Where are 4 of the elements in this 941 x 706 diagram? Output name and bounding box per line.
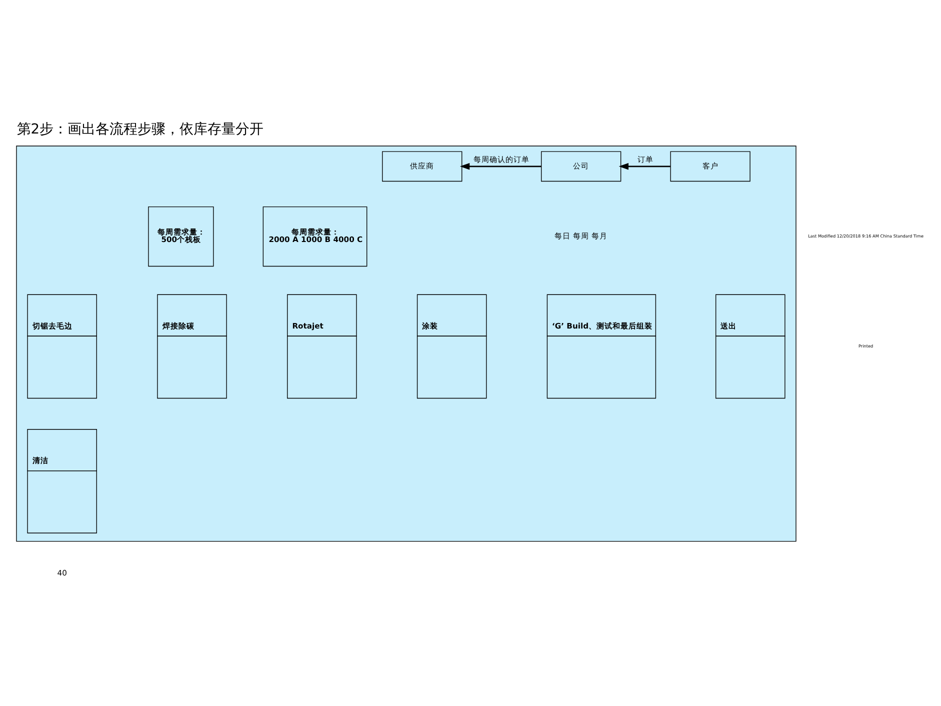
diagram-title: 第2步：画出各流程步骤，依库存量分开 [16, 122, 264, 138]
arrow [618, 163, 670, 170]
cluster [16, 146, 796, 542]
arrow [460, 163, 542, 170]
